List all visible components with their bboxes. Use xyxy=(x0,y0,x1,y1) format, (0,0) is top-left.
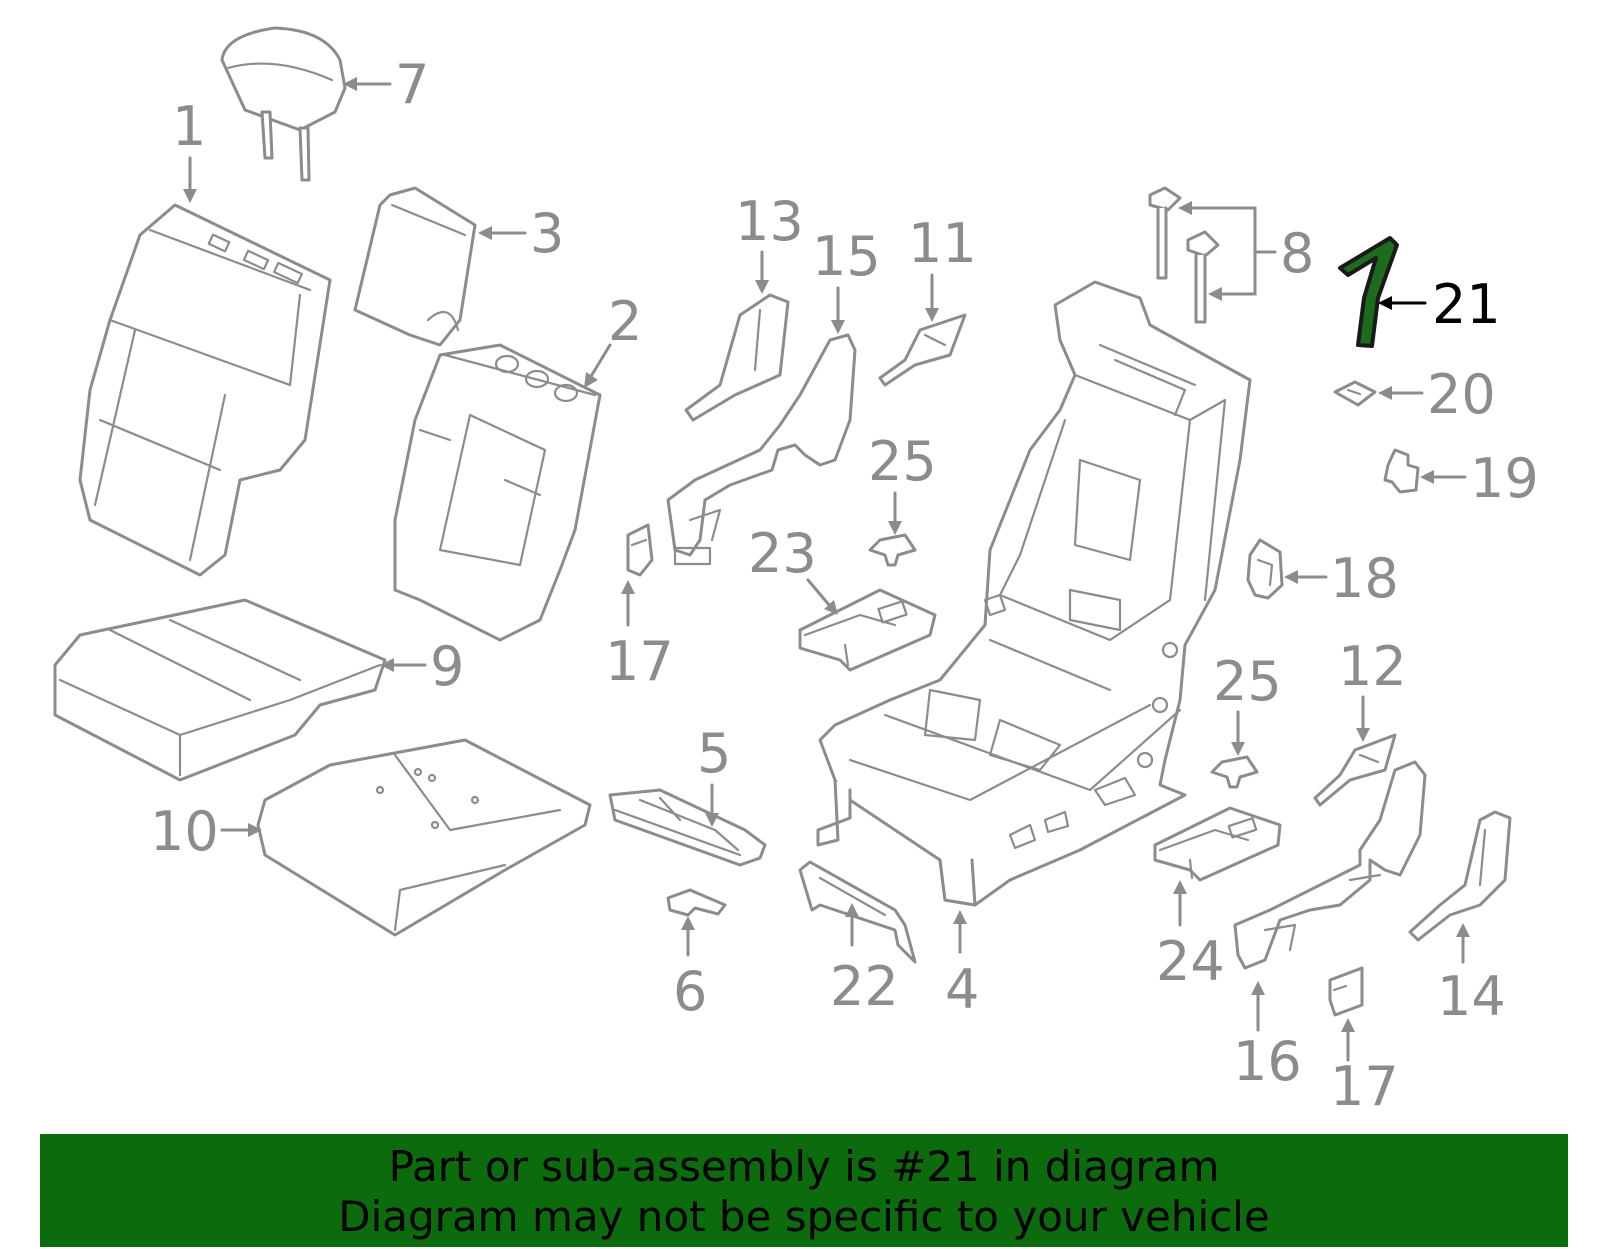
svg-text:19: 19 xyxy=(1470,447,1539,510)
svg-text:22: 22 xyxy=(830,955,899,1018)
banner-line-2: Diagram may not be specific to your vehi… xyxy=(338,1192,1270,1241)
part-5-track-cover xyxy=(608,788,767,867)
callout-25-lower: 25 xyxy=(1213,650,1282,756)
callout-7: 7 xyxy=(343,53,429,116)
callout-12: 12 xyxy=(1338,635,1407,742)
part-3-armrest xyxy=(353,186,477,347)
svg-text:17: 17 xyxy=(1330,1055,1399,1118)
svg-text:9: 9 xyxy=(430,635,464,698)
callout-20: 20 xyxy=(1378,363,1496,426)
callout-25-upper: 25 xyxy=(868,430,937,535)
part-24-bracket xyxy=(1153,806,1282,882)
part-15-recliner-bracket xyxy=(666,333,857,566)
part-22-trim-panel xyxy=(798,860,917,964)
part-23-bracket xyxy=(798,588,937,672)
svg-text:3: 3 xyxy=(530,202,564,265)
part-13-side-cover xyxy=(684,293,790,422)
part-18-bracket xyxy=(1246,538,1284,600)
svg-text:24: 24 xyxy=(1156,930,1225,993)
part-17-clip-lower xyxy=(1328,966,1364,1017)
callout-11: 11 xyxy=(908,212,977,322)
callout-5: 5 xyxy=(697,722,731,827)
part-12-bracket xyxy=(1313,733,1397,807)
callout-8: 8 xyxy=(1178,201,1314,301)
part-14-side-cover xyxy=(1408,810,1512,942)
svg-text:5: 5 xyxy=(697,722,731,785)
callout-15: 15 xyxy=(812,225,881,334)
part-2-seatback-trim xyxy=(393,343,602,642)
callout-9: 9 xyxy=(380,635,464,698)
part-20-nut xyxy=(1333,380,1377,407)
callout-1: 1 xyxy=(172,95,206,203)
part-11-bracket xyxy=(878,313,967,387)
part-21-highlighted xyxy=(1338,236,1399,348)
svg-text:17: 17 xyxy=(605,630,674,693)
callout-18: 18 xyxy=(1284,547,1399,610)
callout-17-upper: 17 xyxy=(605,580,674,693)
svg-text:15: 15 xyxy=(812,225,881,288)
callout-23: 23 xyxy=(748,522,838,615)
svg-text:11: 11 xyxy=(908,212,977,275)
callout-17-lower: 17 xyxy=(1330,1018,1399,1118)
svg-text:7: 7 xyxy=(395,53,429,116)
part-1-seatback-cover xyxy=(78,203,332,577)
svg-text:20: 20 xyxy=(1427,363,1496,426)
svg-text:6: 6 xyxy=(673,960,707,1023)
svg-text:16: 16 xyxy=(1233,1030,1302,1093)
svg-text:13: 13 xyxy=(735,190,804,253)
callout-10: 10 xyxy=(150,800,262,863)
info-banner: Part or sub-assembly is #21 in diagram D… xyxy=(40,1134,1568,1247)
svg-text:25: 25 xyxy=(1213,650,1282,713)
svg-text:8: 8 xyxy=(1280,222,1314,285)
part-19-clip xyxy=(1383,448,1420,494)
callout-3: 3 xyxy=(478,202,564,265)
svg-text:14: 14 xyxy=(1437,965,1506,1028)
svg-text:12: 12 xyxy=(1338,635,1407,698)
callout-2: 2 xyxy=(584,290,642,388)
svg-text:18: 18 xyxy=(1330,547,1399,610)
banner-line-1: Part or sub-assembly is #21 in diagram xyxy=(388,1142,1220,1191)
callout-4: 4 xyxy=(945,910,979,1021)
svg-text:10: 10 xyxy=(150,800,219,863)
part-10-cushion-pad xyxy=(256,738,592,937)
callout-16: 16 xyxy=(1233,981,1302,1093)
svg-text:23: 23 xyxy=(748,522,817,585)
svg-text:2: 2 xyxy=(608,290,642,353)
part-16-recliner xyxy=(1233,760,1427,970)
part-8-bolts xyxy=(1148,186,1220,324)
callout-21: 21 xyxy=(1378,273,1501,336)
part-25-clip-upper xyxy=(868,533,917,567)
part-4-seat-frame xyxy=(816,280,1252,907)
callout-13: 13 xyxy=(735,190,804,294)
callout-22: 22 xyxy=(830,903,899,1018)
svg-text:25: 25 xyxy=(868,430,937,493)
svg-text:4: 4 xyxy=(945,958,979,1021)
callout-19: 19 xyxy=(1420,447,1539,510)
part-7-headrest xyxy=(220,26,347,182)
callout-24: 24 xyxy=(1156,880,1225,993)
part-9-cushion-cover xyxy=(53,598,387,782)
callout-6: 6 xyxy=(673,916,707,1023)
svg-text:21: 21 xyxy=(1432,273,1501,336)
callout-14: 14 xyxy=(1437,923,1506,1028)
part-6-clip xyxy=(666,888,727,917)
part-25-clip-lower xyxy=(1210,755,1259,789)
parts-diagram: 7 1 3 2 xyxy=(53,26,1539,1118)
svg-text:1: 1 xyxy=(172,95,206,158)
part-17-clip-upper xyxy=(626,523,654,577)
